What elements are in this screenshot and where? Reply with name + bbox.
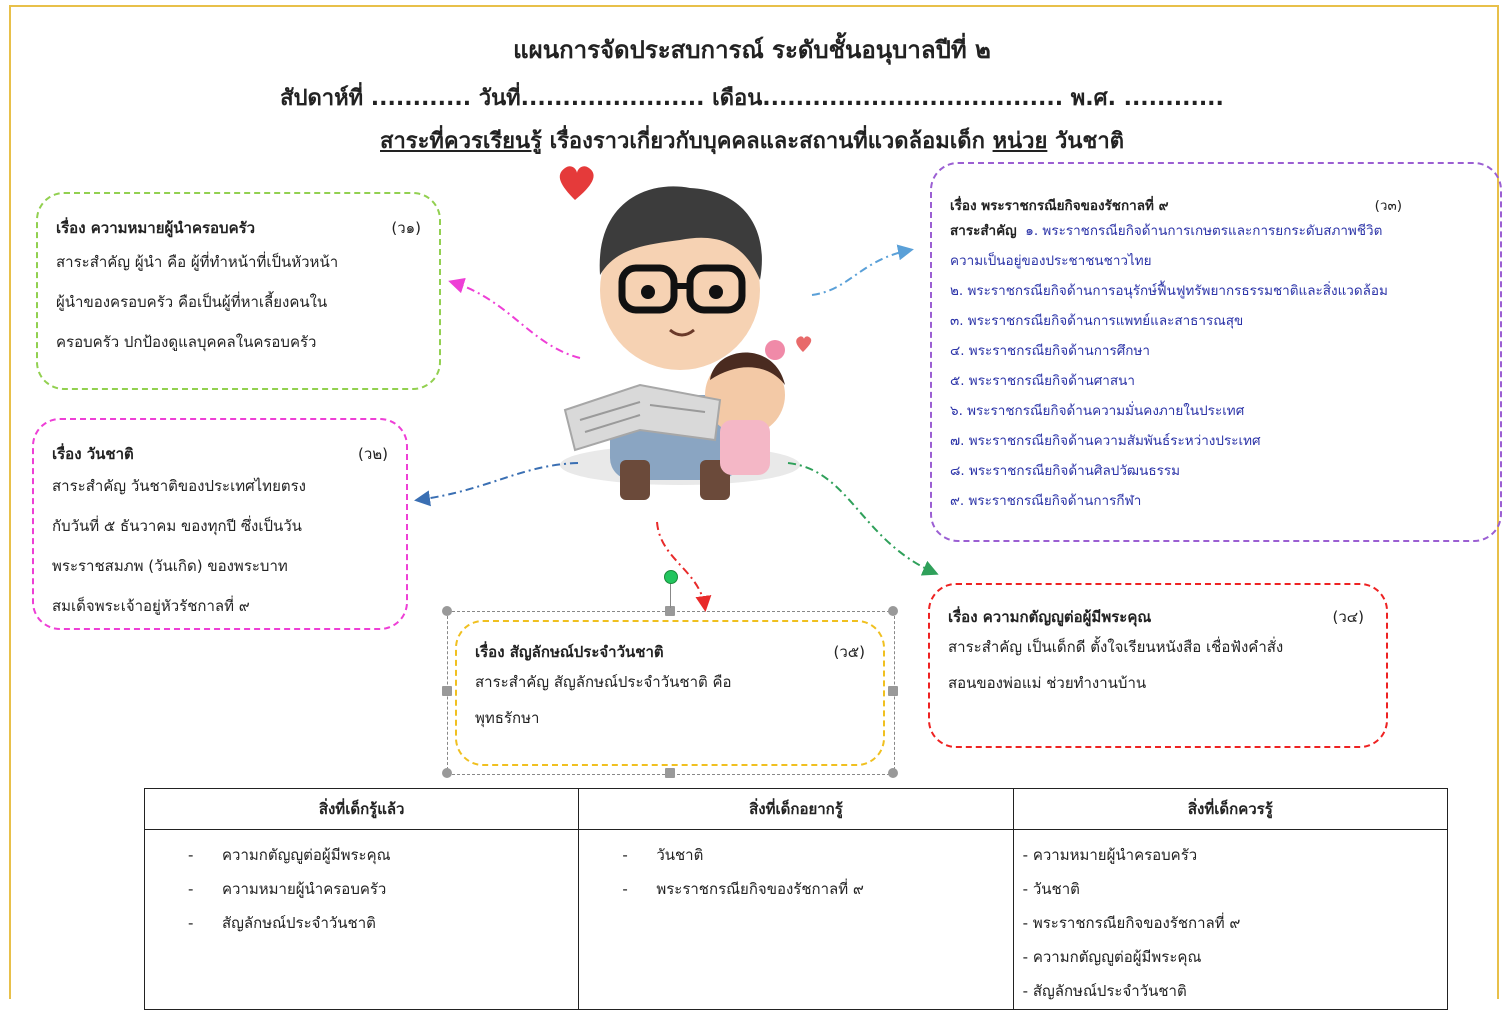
arrow-to-b4: [787, 462, 939, 576]
b4-topic: เรื่อง ความกตัญญูต่อผู้มีพระคุณ: [948, 608, 1152, 626]
b2-line-4: สมเด็จพระเจ้าอยู่หัวรัชกาลที่ ๙: [52, 597, 250, 615]
list-item: สัญลักษณ์ประจำวันชาติ: [1015, 974, 1446, 1008]
knowledge-table: สิ่งที่เด็กรู้แล้ว สิ่งที่เด็กอยากรู้ สิ…: [143, 788, 1449, 1010]
b1-line-1: สาระสำคัญ ผู้นำ คือ ผู้ที่ทำหน้าที่เป็นห…: [56, 253, 339, 271]
resize-handle-tl[interactable]: [442, 606, 452, 616]
resize-handle-ml[interactable]: [442, 686, 452, 696]
small-heart-icon: [796, 336, 812, 352]
resize-handle-bl[interactable]: [442, 768, 452, 778]
b3-line-10: ๙. พระราชกรณียกิจด้านการกีฬา: [950, 493, 1142, 509]
b3-line-5: ๔. พระราชกรณียกิจด้านการศึกษา: [950, 343, 1150, 359]
list-item: พระราชกรณียกิจของรัชกาลที่ ๙: [580, 872, 1011, 906]
list-item: ความหมายผู้นำครอบครัว: [146, 872, 577, 906]
page-title: แผนการจัดประสบการณ์ ระดับชั้นอนุบาลปีที่…: [513, 36, 991, 64]
b3-line-7: ๖. พระราชกรณียกิจด้านความมั่นคงภายในประเ…: [950, 403, 1245, 419]
b1-line-3: ครอบครัว ปกป้องดูแลบุคคลในครอบครัว: [56, 333, 317, 351]
b3-key-label: สาระสำคัญ: [950, 223, 1017, 239]
list-item: ความหมายผู้นำครอบครัว: [1015, 838, 1446, 872]
b1-topic: เรื่อง ความหมายผู้นำครอบครัว: [56, 219, 256, 237]
topic-box-3: เรื่อง พระราชกรณียกิจของรัชกาลที่ ๙(ว๓) …: [930, 162, 1502, 542]
topic-box-2: เรื่อง วันชาติ (ว๒) สาระสำคัญ วันชาติของป…: [32, 418, 408, 630]
date-line: สัปดาห์ที่ ............ วันที่..........…: [280, 86, 1224, 111]
b1-line-2: ผู้นำของครอบครัว คือเป็นผู้ที่หาเลี้ยงคน…: [56, 293, 328, 311]
resize-handle-tm[interactable]: [665, 606, 675, 616]
list-item: พระราชกรณียกิจของรัชกาลที่ ๙: [1015, 906, 1446, 940]
list-item: ความกตัญญูต่อผู้มีพระคุณ: [1015, 940, 1446, 974]
resize-handle-br[interactable]: [888, 768, 898, 778]
col-header-want: สิ่งที่เด็กอยากรู้: [578, 788, 1014, 830]
b5-line-2: พุทธรักษา: [475, 709, 540, 727]
resize-handle-tr[interactable]: [888, 606, 898, 616]
b5-code: (ว๕): [833, 643, 865, 661]
b2-line-2: กับวันที่ ๕ ธันวาคม ของทุกปี ซึ่งเป็นวัน: [52, 517, 302, 535]
page-frame: [9, 5, 1499, 999]
topic-box-4: เรื่อง ความกตัญญูต่อผู้มีพระคุณ (ว๔) สาระ…: [928, 583, 1388, 748]
b5-topic: เรื่อง สัญลักษณ์ประจำวันชาติ: [475, 643, 664, 661]
unit-text: วันชาติ: [1047, 129, 1124, 154]
subject-text: เรื่องราวเกี่ยวกับบุคคลและสถานที่แวดล้อม…: [541, 129, 993, 154]
rotate-handle[interactable]: [664, 570, 678, 584]
b3-line-4: ๓. พระราชกรณียกิจด้านการแพทย์และสาธารณสุ…: [950, 313, 1244, 329]
list-item: ความกตัญญูต่อผู้มีพระคุณ: [146, 838, 577, 872]
b3-line-9: ๘. พระราชกรณียกิจด้านศิลปวัฒนธรรม: [950, 463, 1180, 479]
resize-handle-mr[interactable]: [888, 686, 898, 696]
b5-line-1: สาระสำคัญ สัญลักษณ์ประจำวันชาติ คือ: [475, 673, 732, 691]
col-header-should: สิ่งที่เด็กควรรู้: [1012, 788, 1449, 830]
b2-line-1: สาระสำคัญ วันชาติของประเทศไทยตรง: [52, 477, 306, 495]
subject-label: สาระที่ควรเรียนรู้: [380, 129, 542, 154]
b4-line-2: สอนของพ่อแม่ ช่วยทำงานบ้าน: [948, 674, 1147, 692]
cell-should: ความหมายผู้นำครอบครัว วันชาติ พระราชกรณี…: [1012, 829, 1449, 1010]
list-item: วันชาติ: [1015, 872, 1446, 906]
rotate-stem: [670, 582, 671, 608]
cell-want: วันชาติ พระราชกรณียกิจของรัชกาลที่ ๙: [578, 829, 1014, 1010]
resize-handle-bm[interactable]: [665, 768, 675, 778]
b3-line-1: ๑. พระราชกรณียกิจด้านการเกษตรและการยกระด…: [1025, 223, 1383, 239]
list-item: สัญลักษณ์ประจำวันชาติ: [146, 906, 577, 940]
b1-code: (ว๑): [391, 219, 421, 237]
col-header-known: สิ่งที่เด็กรู้แล้ว: [143, 788, 580, 830]
father-daughter-illustration: [560, 186, 800, 500]
b4-code: (ว๔): [1332, 608, 1364, 626]
topic-box-5[interactable]: เรื่อง สัญลักษณ์ประจำวันชาติ (ว๕) สาระสำค…: [455, 620, 885, 766]
b2-code: (ว๒): [357, 445, 388, 463]
topic-box-1: เรื่อง ความหมายผู้นำครอบครัว (ว๑) สาระสำค…: [36, 192, 441, 390]
b3-line-6: ๕. พระราชกรณียกิจด้านศาสนา: [950, 373, 1135, 389]
arrow-to-b1: [448, 277, 581, 359]
heart-icon: [559, 166, 594, 200]
b2-line-3: พระราชสมภพ (วันเกิด) ของพระบาท: [52, 557, 288, 575]
arrow-to-b5: [656, 521, 712, 612]
list-item: วันชาติ: [580, 838, 1011, 872]
b4-line-1: สาระสำคัญ เป็นเด็กดี ตั้งใจเรียนหนังสือ …: [948, 638, 1284, 656]
b3-line-3: ๒. พระราชกรณียกิจด้านการอนุรักษ์ฟื้นฟูทร…: [950, 283, 1388, 299]
b3-line-8: ๗. พระราชกรณียกิจด้านความสัมพันธ์ระหว่าง…: [950, 433, 1261, 449]
b3-code: (ว๓): [1374, 198, 1402, 214]
b2-topic: เรื่อง วันชาติ: [52, 445, 134, 463]
arrow-to-b2: [414, 462, 579, 507]
cell-known: ความกตัญญูต่อผู้มีพระคุณ ความหมายผู้นำคร…: [143, 829, 580, 1010]
unit-label: หน่วย: [992, 129, 1048, 154]
arrow-to-b3: [811, 244, 914, 296]
subject-line: สาระที่ควรเรียนรู้ เรื่องราวเกี่ยวกับบุค…: [0, 123, 1504, 158]
b3-topic: เรื่อง พระราชกรณียกิจของรัชกาลที่ ๙: [950, 198, 1169, 214]
b3-line-2: ความเป็นอยู่ของประชาชนชาวไทย: [950, 253, 1152, 269]
